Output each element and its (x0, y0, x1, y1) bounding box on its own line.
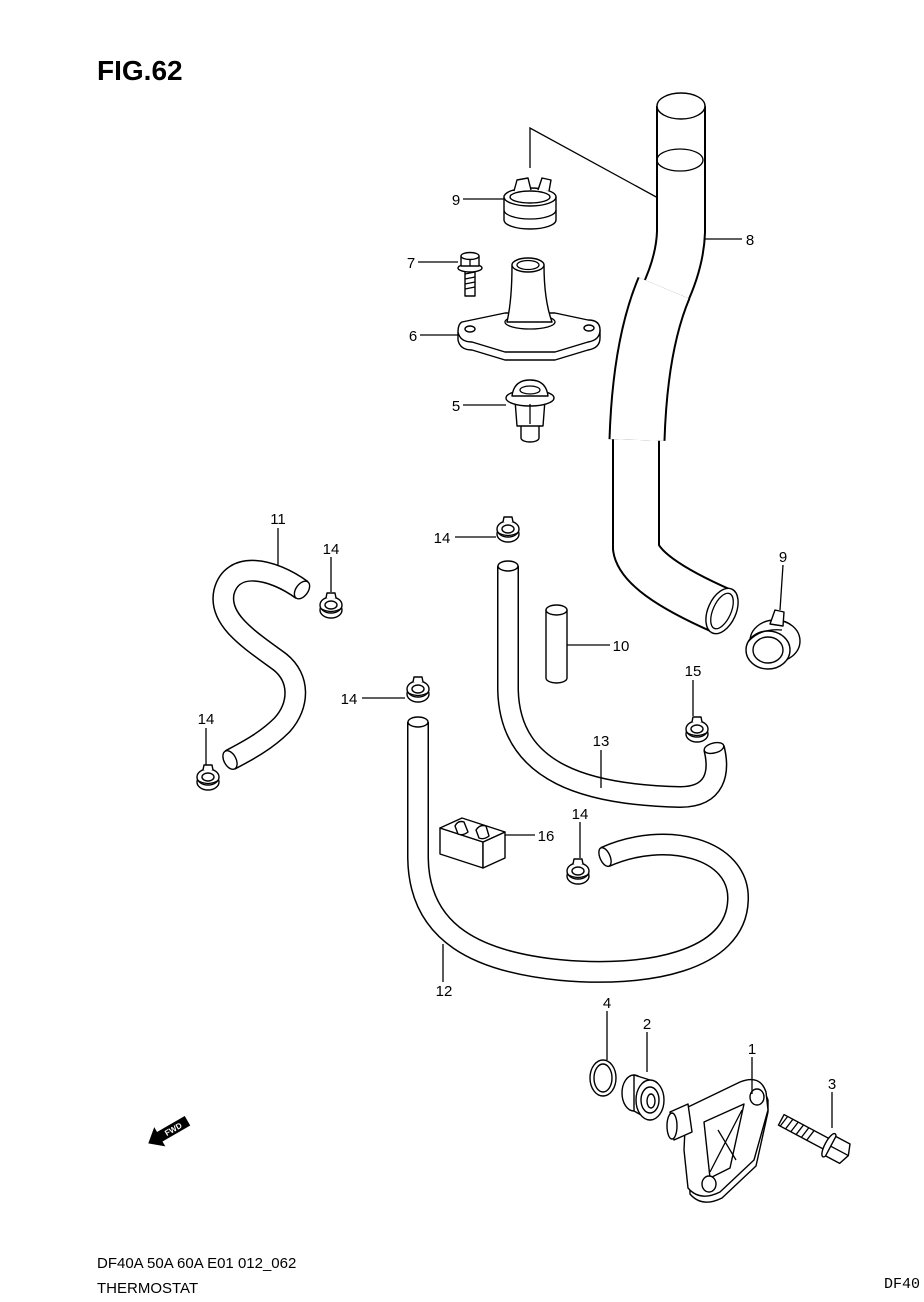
footer-model-code: DF40A 50A 60A E01 012_062 (97, 1255, 296, 1272)
hose-10 (545, 604, 568, 684)
hose-clip-16 (439, 817, 506, 869)
water-hose-8 (608, 92, 739, 635)
leader-lines (205, 198, 833, 1128)
hose-clamp-15 (685, 716, 709, 743)
callout-o-ring-4: 4 (603, 995, 611, 1012)
callout-bolt-3: 3 (828, 1076, 836, 1093)
bolt-7 (457, 251, 483, 297)
bolt-3 (777, 1113, 851, 1165)
callout-thermostat-5: 5 (452, 398, 460, 415)
hose-clamp-9-lower (745, 609, 801, 670)
callout-hose-11: 11 (270, 511, 286, 528)
callout-clamp-14-b: 14 (434, 530, 451, 547)
o-ring-4 (589, 1059, 617, 1097)
callout-bolt-7: 7 (407, 255, 415, 272)
callout-clamp-14-e: 14 (572, 806, 589, 823)
grommet-2 (621, 1074, 665, 1121)
callout-clamp-14-c: 14 (341, 691, 358, 708)
callout-clamp-14-d: 14 (198, 711, 215, 728)
callout-cover-1: 1 (748, 1041, 756, 1058)
hose-clamp-14-hose-11 (319, 592, 343, 619)
callout-hose-10: 10 (613, 638, 630, 655)
hose-clamp-14-hose-12-end (566, 858, 590, 885)
figure-title: FIG.62 (97, 55, 183, 86)
footer-corner-label: DF40 (884, 1276, 920, 1293)
hose-13 (497, 560, 728, 808)
callout-clamp-14-a: 14 (323, 541, 340, 558)
callout-hose-13: 13 (593, 733, 610, 750)
callout-cover-6: 6 (409, 328, 417, 345)
callout-clip-16: 16 (538, 828, 555, 845)
hose-clamp-9-top (503, 177, 557, 230)
hose-11 (212, 559, 311, 770)
footer-section-name: THERMOSTAT (97, 1280, 198, 1297)
hose-clamp-14-hose-13-top (496, 516, 520, 543)
water-cover-1 (666, 1078, 769, 1203)
callout-clamp-9-lower: 9 (779, 549, 787, 566)
callout-clamp-9-top: 9 (452, 192, 460, 209)
callout-grommet-2: 2 (643, 1016, 651, 1033)
hose-clamp-14-hose-12-top (406, 676, 430, 703)
hose-8-bottom-end (705, 587, 739, 635)
callout-hose-8: 8 (746, 232, 754, 249)
thermostat-5 (505, 379, 555, 443)
hose-clamp-14-hose-11-bottom (196, 764, 220, 791)
forward-arrow-icon: FWD (148, 1115, 191, 1147)
hose-12 (407, 716, 749, 983)
callout-clamp-15: 15 (685, 663, 702, 680)
hose-8-top-end (656, 92, 706, 120)
callout-hose-12: 12 (436, 983, 453, 1000)
thermostat-cover-6 (457, 257, 601, 361)
callout-labels: 9 7 6 5 8 9 10 11 14 14 14 14 15 13 14 1… (198, 192, 837, 1093)
